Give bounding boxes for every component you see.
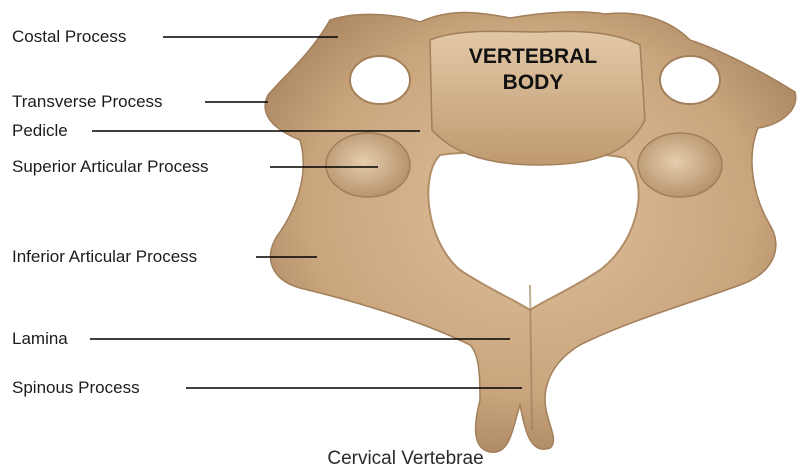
vertebral-body-label: VERTEBRAL BODY [430, 44, 636, 96]
body-label-line-2: BODY [430, 70, 636, 96]
right-transverse-foramen [660, 56, 720, 104]
left-transverse-foramen [350, 56, 410, 104]
label-pedicle: Pedicle [12, 121, 68, 141]
body-label-line-1: VERTEBRAL [430, 44, 636, 70]
diagram-caption: Cervical Vertebrae [0, 448, 811, 470]
label-lamina: Lamina [12, 329, 68, 349]
label-superior-articular-process: Superior Articular Process [12, 157, 209, 177]
label-spinous-process: Spinous Process [12, 378, 140, 398]
label-inferior-articular-process: Inferior Articular Process [12, 247, 197, 267]
label-transverse-process: Transverse Process [12, 92, 163, 112]
label-costal-process: Costal Process [12, 27, 126, 47]
left-superior-facet [326, 133, 410, 197]
right-superior-facet [638, 133, 722, 197]
